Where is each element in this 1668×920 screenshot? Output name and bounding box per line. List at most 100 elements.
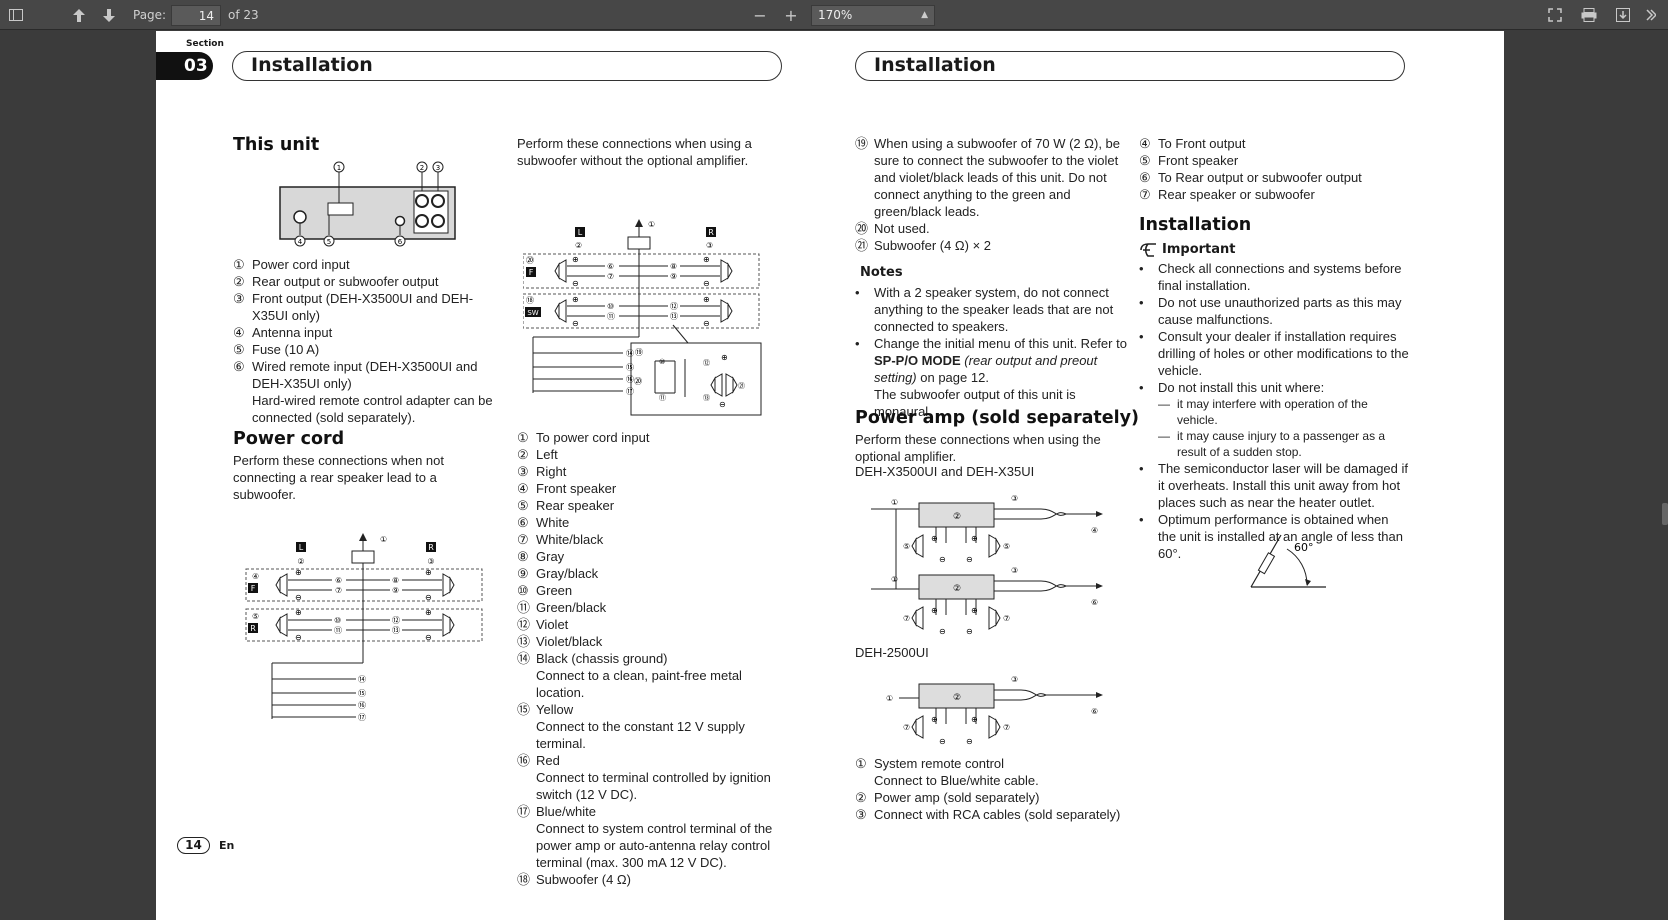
model-label-b: DEH-2500UI <box>855 645 929 660</box>
notes-list: •With a 2 speaker system, do not connect… <box>855 285 1127 419</box>
svg-text:①: ① <box>886 694 893 703</box>
scrollbar-thumb[interactable] <box>1662 503 1668 525</box>
svg-text:2: 2 <box>420 164 424 172</box>
zoom-out-button[interactable]: − <box>753 5 767 25</box>
svg-text:⊖: ⊖ <box>572 279 579 288</box>
svg-text:⑥: ⑥ <box>335 576 342 585</box>
svg-text:F: F <box>529 268 534 277</box>
svg-text:⊖: ⊖ <box>966 737 973 746</box>
svg-text:③: ③ <box>1011 566 1018 575</box>
left-header: Installation <box>232 51 782 81</box>
select-arrows-icon: ▲ <box>921 10 928 20</box>
svg-text:⑩: ⑩ <box>607 302 614 311</box>
svg-text:⊖: ⊖ <box>939 627 946 636</box>
svg-text:⊕: ⊕ <box>703 255 710 264</box>
viewer-background <box>1505 30 1668 920</box>
this-unit-title: This unit <box>233 135 320 155</box>
download-icon[interactable] <box>1612 0 1634 30</box>
svg-text:⑥: ⑥ <box>607 262 614 271</box>
svg-text:②: ② <box>953 512 961 522</box>
svg-text:⊕: ⊕ <box>971 715 978 724</box>
svg-text:⑥: ⑥ <box>1091 598 1098 607</box>
installation-bullets: •Check all connections and systems befor… <box>1139 261 1409 561</box>
svg-text:⊕: ⊕ <box>931 534 938 543</box>
more-tools-icon[interactable] <box>1640 0 1662 30</box>
power-cord-text: Perform these connections when not conne… <box>233 453 445 502</box>
svg-text:⑧: ⑧ <box>392 576 399 585</box>
svg-text:⑬: ⑬ <box>703 394 710 402</box>
svg-text:⊖: ⊖ <box>703 319 710 328</box>
next-page-icon[interactable] <box>98 0 120 30</box>
svg-text:⊕: ⊕ <box>931 606 938 615</box>
svg-text:⊕: ⊕ <box>425 568 432 577</box>
svg-text:⑪: ⑪ <box>334 626 342 635</box>
svg-text:⊕: ⊕ <box>931 715 938 724</box>
previous-page-icon[interactable] <box>68 0 90 30</box>
power-amp-text: Perform these connections when using the… <box>855 432 1101 464</box>
svg-text:⑭: ⑭ <box>358 675 366 684</box>
svg-text:⑫: ⑫ <box>392 616 400 625</box>
model-label-a: DEH-X3500UI and DEH-X35UI <box>855 464 1035 479</box>
svg-text:④: ④ <box>1091 526 1098 535</box>
svg-text:②: ② <box>953 693 961 703</box>
svg-text:⑳: ⑳ <box>526 256 534 265</box>
svg-text:⑪: ⑪ <box>607 312 615 321</box>
svg-text:④: ④ <box>252 572 259 581</box>
pdf-toolbar: Page: of 23 − + 170%▲ <box>0 0 1668 30</box>
fullscreen-icon[interactable] <box>1544 0 1566 30</box>
svg-text:⊖: ⊖ <box>425 593 432 602</box>
svg-text:⊕: ⊕ <box>971 606 978 615</box>
svg-text:⑦: ⑦ <box>903 723 910 732</box>
svg-text:4: 4 <box>298 238 303 246</box>
svg-text:①: ① <box>648 220 655 229</box>
svg-text:⑨: ⑨ <box>670 272 677 281</box>
sidebar-toggle-icon[interactable] <box>5 0 27 30</box>
svg-text:①: ① <box>380 535 387 544</box>
svg-text:⊖: ⊖ <box>703 279 710 288</box>
svg-text:⑬: ⑬ <box>670 312 678 321</box>
svg-text:⑫: ⑫ <box>670 302 678 311</box>
svg-text:⊕: ⊕ <box>295 568 302 577</box>
notes-title: Notes <box>860 265 903 280</box>
svg-text:⑨: ⑨ <box>392 586 399 595</box>
svg-text:⑤: ⑤ <box>252 612 259 621</box>
svg-text:F: F <box>251 584 256 593</box>
svg-text:①: ① <box>891 498 898 507</box>
right-header: Installation <box>855 51 1405 81</box>
svg-text:⑩: ⑩ <box>334 616 341 625</box>
svg-text:⊖: ⊖ <box>966 627 973 636</box>
svg-text:⑦: ⑦ <box>903 614 910 623</box>
svg-text:1: 1 <box>337 164 341 172</box>
svg-text:⊕: ⊕ <box>295 608 302 617</box>
power-amp-title: Power amp (sold separately) <box>855 408 1140 428</box>
svg-text:②: ② <box>297 557 304 566</box>
page-number-input[interactable] <box>171 5 221 26</box>
svg-text:⊖: ⊖ <box>939 555 946 564</box>
svg-text:⊖: ⊖ <box>719 400 726 409</box>
svg-text:L: L <box>299 543 304 552</box>
svg-text:⑦: ⑦ <box>335 586 342 595</box>
installation-angle-diagram: 60° <box>1250 534 1326 588</box>
svg-text:⊖: ⊖ <box>966 555 973 564</box>
zoom-in-button[interactable]: + <box>784 5 798 25</box>
svg-text:⊖: ⊖ <box>425 633 432 642</box>
svg-text:⑤: ⑤ <box>1003 542 1010 551</box>
svg-text:⊕: ⊕ <box>703 295 710 304</box>
print-icon[interactable] <box>1578 0 1600 30</box>
subwoofer-intro: Perform these connections when using a s… <box>517 136 752 168</box>
svg-text:③: ③ <box>1011 494 1018 503</box>
svg-text:⊖: ⊖ <box>572 319 579 328</box>
svg-text:②: ② <box>953 584 961 594</box>
svg-text:①: ① <box>891 575 898 584</box>
svg-text:⊖: ⊖ <box>295 593 302 602</box>
zoom-select[interactable]: 170%▲ <box>811 5 935 26</box>
important-heading: Important <box>1139 242 1236 257</box>
svg-text:⑱: ⑱ <box>526 296 534 305</box>
